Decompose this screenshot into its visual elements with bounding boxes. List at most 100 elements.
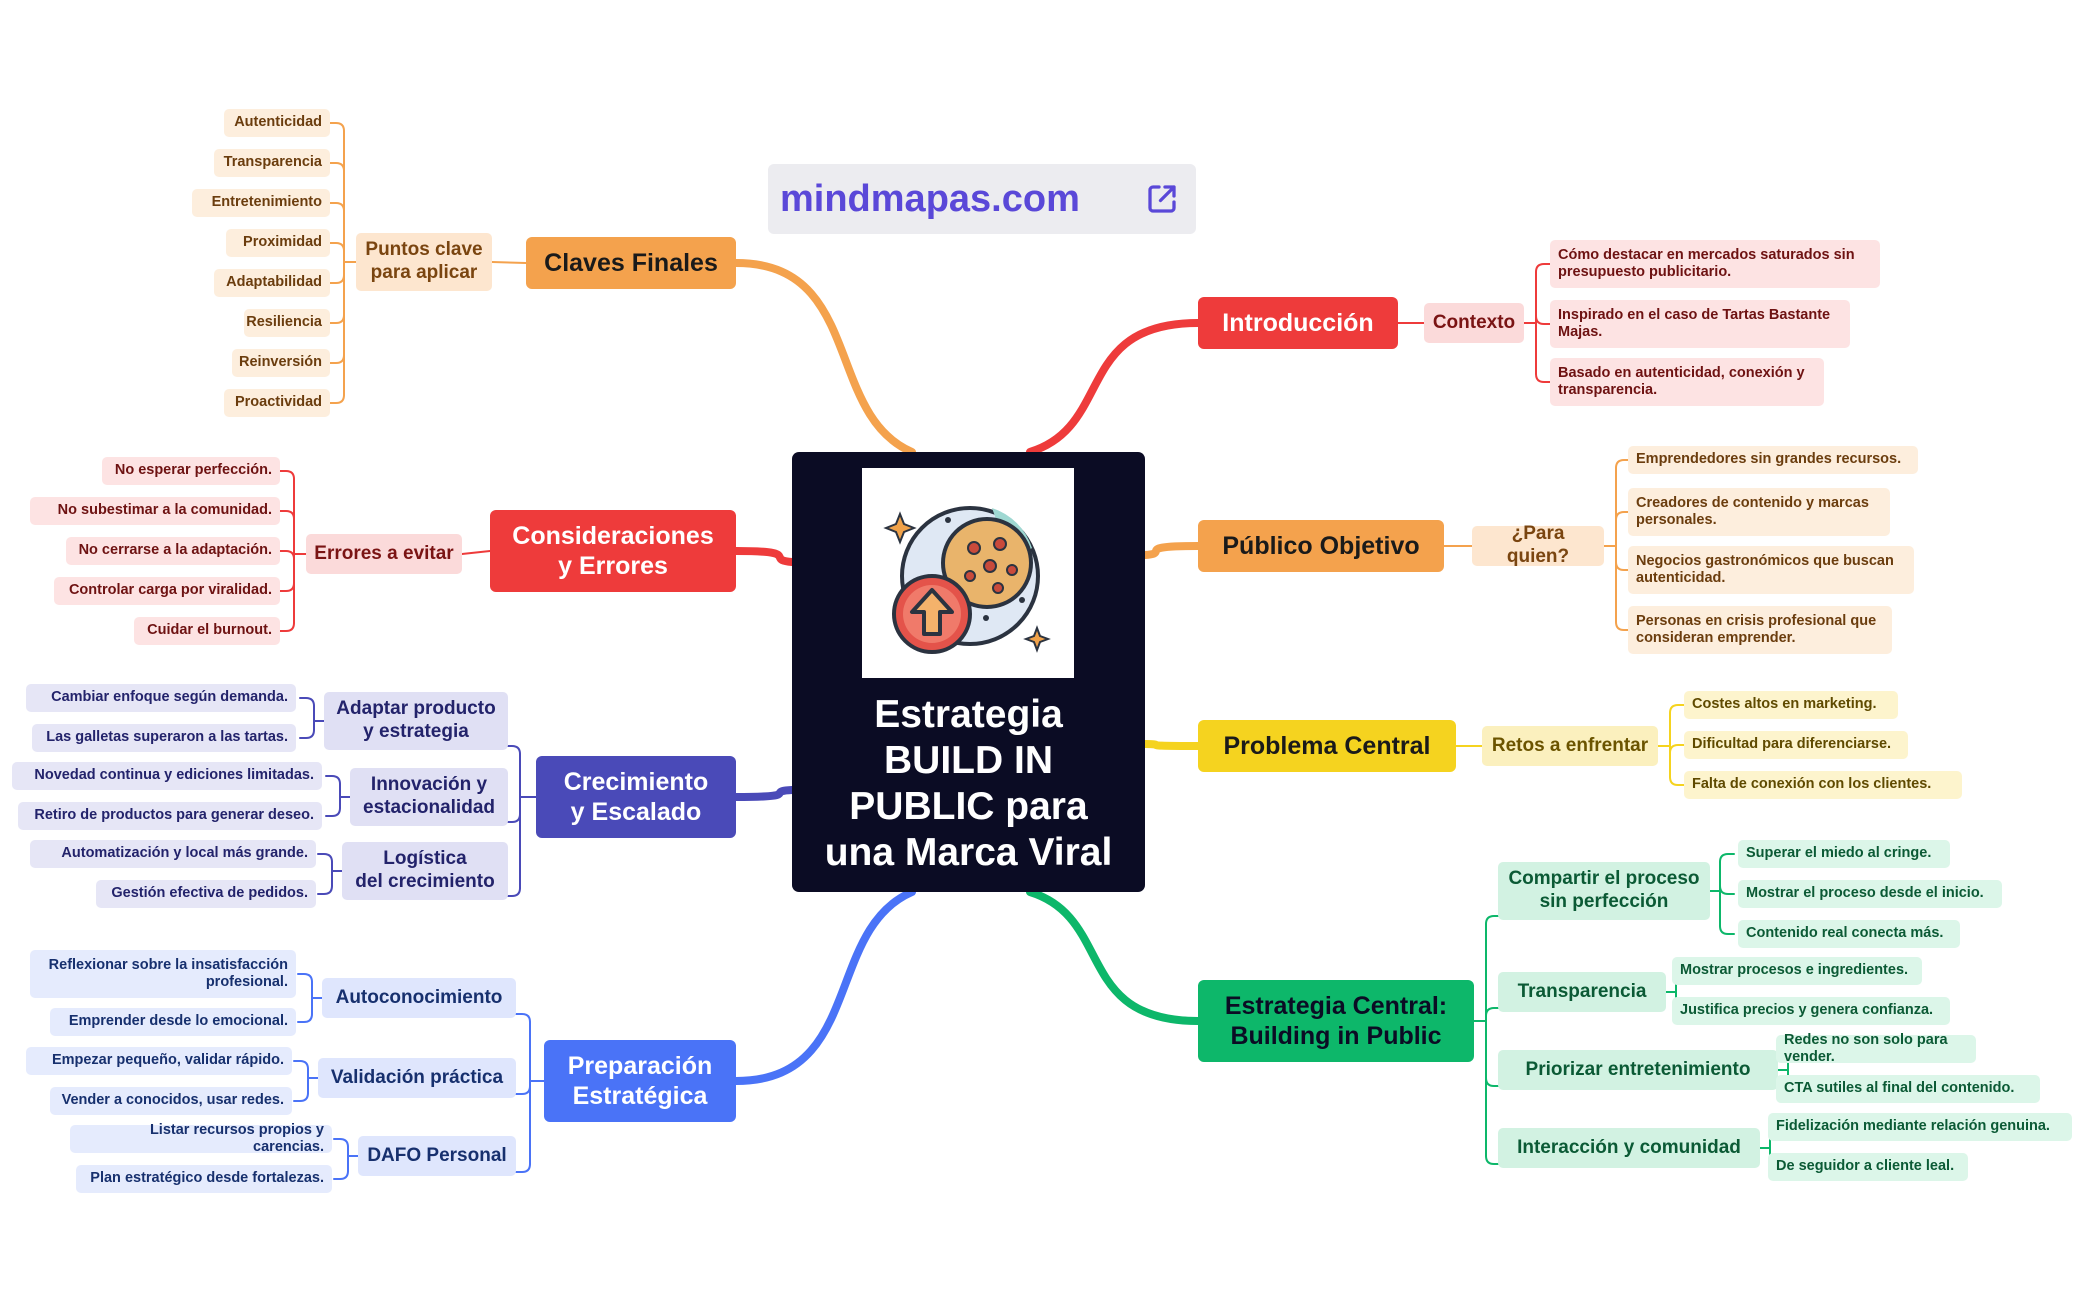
leaf-claves-6[interactable]: Reinversión [232, 349, 330, 377]
connector-line [279, 622, 295, 632]
external-link-icon[interactable] [1144, 181, 1180, 217]
leaf-estrategia-1-1[interactable]: Justifica precios y genera confianza. [1672, 997, 1950, 1025]
connector-line [1535, 263, 1551, 273]
leaf-preparacion-2-0[interactable]: Listar recursos propios y carencias. [70, 1122, 332, 1155]
leaf-claves-1[interactable]: Transparencia [214, 149, 330, 177]
branch-publico[interactable]: Público Objetivo [1198, 520, 1444, 572]
leaf-preparacion-1-1[interactable]: Vender a conocidos, usar redes. [50, 1087, 292, 1115]
connector-line [299, 697, 315, 707]
leaf-claves-2[interactable]: Entretenimiento [192, 189, 330, 217]
connector-line [329, 122, 345, 132]
leaf-consideraciones-1[interactable]: No subestimar a la comunidad. [30, 497, 280, 525]
connector-line [1026, 319, 1202, 456]
connector-line [279, 582, 295, 592]
subtopic-preparacion-2[interactable]: DAFO Personal [358, 1136, 516, 1176]
leaf-estrategia-0-1[interactable]: Mostrar el proceso desde el inicio. [1738, 880, 2002, 908]
branch-crecimiento[interactable]: Crecimiento y Escalado [536, 756, 736, 838]
subtopic-crecimiento-2[interactable]: Logística del crecimiento [342, 842, 508, 900]
connector-line [1485, 1155, 1501, 1165]
branch-preparacion[interactable]: Preparación Estratégica [544, 1040, 736, 1122]
subtopic-preparacion-1[interactable]: Validación práctica [318, 1058, 516, 1098]
leaf-introduccion-0[interactable]: Cómo destacar en mercados saturados sin … [1550, 240, 1880, 288]
branch-estrategia[interactable]: Estrategia Central: Building in Public [1198, 980, 1474, 1062]
connector-line [1141, 542, 1202, 559]
leaf-publico-3[interactable]: Personas en crisis profesional que consi… [1628, 606, 1892, 654]
leaf-crecimiento-0-1[interactable]: Las galletas superaron a las tartas. [32, 724, 296, 752]
branch-introduccion[interactable]: Introducción [1198, 297, 1398, 349]
connector-line [317, 853, 333, 863]
leaf-publico-0[interactable]: Emprendedores sin grandes recursos. [1628, 446, 1918, 474]
connector-line [299, 729, 315, 739]
branch-consideraciones[interactable]: Consideraciones y Errores [490, 510, 736, 592]
connector-line [297, 973, 313, 983]
connector-line [1669, 744, 1685, 754]
leaf-publico-1[interactable]: Creadores de contenido y marcas personal… [1628, 488, 1890, 536]
leaf-estrategia-0-0[interactable]: Superar el miedo al cringe. [1738, 840, 1950, 868]
leaf-estrategia-3-1[interactable]: De seguidor a cliente leal. [1768, 1153, 1968, 1181]
leaf-estrategia-2-0[interactable]: Redes no son solo para vender. [1776, 1032, 1976, 1065]
subtopic-estrategia-3[interactable]: Interacción y comunidad [1498, 1128, 1760, 1168]
leaf-crecimiento-2-1[interactable]: Gestión efectiva de pedidos. [96, 880, 316, 908]
central-node[interactable]: Estrategia BUILD IN PUBLIC para una Marc… [792, 452, 1145, 892]
branch-claves[interactable]: Claves Finales [526, 237, 736, 289]
mindmapas-banner[interactable]: mindmapas.com [768, 164, 1196, 234]
connector-line [325, 775, 341, 785]
leaf-preparacion-0-1[interactable]: Emprender desde lo emocional. [50, 1008, 296, 1036]
connector-line [329, 242, 345, 252]
leaf-claves-7[interactable]: Proactividad [224, 389, 330, 417]
leaf-crecimiento-1-1[interactable]: Retiro de productos para generar deseo. [18, 802, 322, 830]
subtopic-introduccion[interactable]: Contexto [1424, 303, 1524, 343]
subtopic-publico[interactable]: ¿Para quien? [1472, 523, 1604, 567]
leaf-claves-4[interactable]: Adaptabilidad [214, 269, 330, 297]
connector-line [293, 1060, 309, 1070]
connector-line [329, 354, 345, 364]
leaf-preparacion-1-0[interactable]: Empezar pequeño, validar rápido. [26, 1047, 292, 1075]
leaf-publico-2[interactable]: Negocios gastronómicos que buscan autent… [1628, 546, 1914, 594]
connector-line [279, 550, 295, 560]
connector-line [1615, 459, 1631, 469]
leaf-claves-3[interactable]: Proximidad [226, 229, 330, 257]
subtopic-estrategia-2[interactable]: Priorizar entretenimiento [1498, 1050, 1778, 1090]
leaf-estrategia-0-2[interactable]: Contenido real conecta más. [1738, 920, 1960, 948]
leaf-consideraciones-2[interactable]: No cerrarse a la adaptación. [66, 537, 280, 565]
connector-line [732, 786, 796, 801]
connector-line [325, 807, 341, 817]
leaf-preparacion-2-1[interactable]: Plan estratégico desde fortalezas. [76, 1165, 332, 1193]
leaf-consideraciones-4[interactable]: Cuidar el burnout. [134, 617, 280, 645]
leaf-estrategia-1-0[interactable]: Mostrar procesos e ingredientes. [1672, 957, 1922, 985]
leaf-estrategia-3-0[interactable]: Fidelización mediante relación genuina. [1768, 1113, 2072, 1141]
branch-problema[interactable]: Problema Central [1198, 720, 1456, 772]
connector-line [491, 261, 527, 264]
connector-line [1141, 740, 1202, 750]
subtopic-preparacion-0[interactable]: Autoconocimiento [322, 978, 516, 1018]
subtopic-crecimiento-0[interactable]: Adaptar producto y estrategia [324, 692, 508, 750]
leaf-problema-1[interactable]: Dificultad para diferenciarse. [1684, 731, 1908, 759]
connector-line [505, 813, 521, 823]
subtopic-estrategia-1[interactable]: Transparencia [1498, 972, 1666, 1012]
connector-line [1615, 511, 1631, 521]
connector-line [1535, 373, 1551, 383]
subtopic-claves[interactable]: Puntos clave para aplicar [356, 233, 492, 291]
leaf-crecimiento-0-0[interactable]: Cambiar enfoque según demanda. [26, 684, 296, 712]
leaf-problema-0[interactable]: Costes altos en marketing. [1684, 691, 1898, 719]
connector-line [732, 888, 916, 1085]
leaf-introduccion-1[interactable]: Inspirado en el caso de Tartas Bastante … [1550, 300, 1850, 348]
leaf-claves-5[interactable]: Resiliencia [244, 309, 330, 337]
leaf-consideraciones-3[interactable]: Controlar carga por viralidad. [54, 577, 280, 605]
leaf-crecimiento-2-0[interactable]: Automatización y local más grande. [30, 840, 316, 868]
subtopic-crecimiento-1[interactable]: Innovación y estacionalidad [350, 768, 508, 826]
subtopic-estrategia-0[interactable]: Compartir el proceso sin perfección [1498, 862, 1710, 920]
subtopic-problema[interactable]: Retos a enfrentar [1482, 726, 1658, 766]
leaf-crecimiento-1-0[interactable]: Novedad continua y ediciones limitadas. [12, 762, 322, 790]
leaf-estrategia-2-1[interactable]: CTA sutiles al final del contenido. [1776, 1075, 2040, 1103]
leaf-claves-0[interactable]: Autenticidad [224, 109, 330, 137]
connector-line [329, 394, 345, 404]
leaf-preparacion-0-0[interactable]: Reflexionar sobre la insatisfacción prof… [30, 950, 296, 998]
leaf-consideraciones-0[interactable]: No esperar perfección. [102, 457, 280, 485]
leaf-problema-2[interactable]: Falta de conexión con los clientes. [1684, 771, 1962, 799]
subtopic-consideraciones[interactable]: Errores a evitar [306, 534, 462, 574]
leaf-introduccion-2[interactable]: Basado en autenticidad, conexión y trans… [1550, 358, 1824, 406]
connector-line [1026, 888, 1202, 1025]
